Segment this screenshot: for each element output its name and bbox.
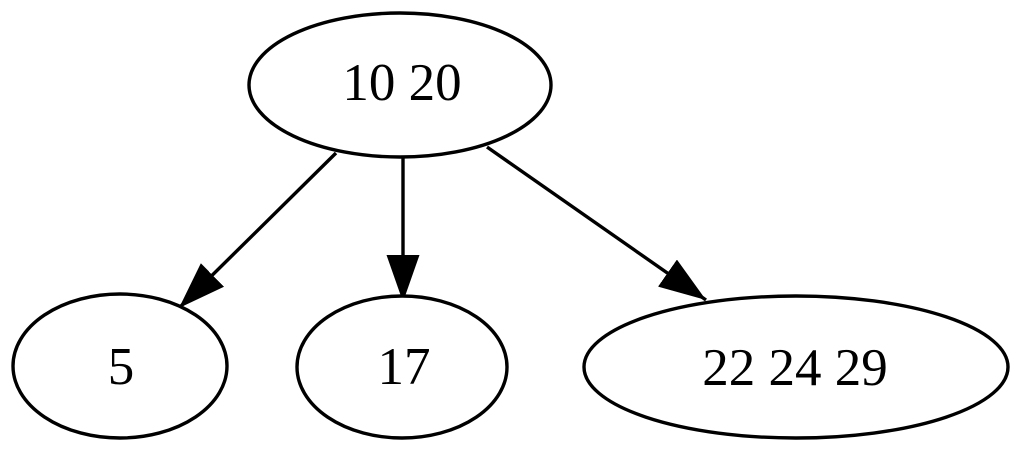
node-17-ellipse <box>295 294 509 440</box>
node-22-24-29: 22 24 29 <box>582 294 1010 440</box>
node-22-24-29-ellipse <box>582 294 1010 440</box>
node-22-24-29-label: 22 24 29 <box>702 339 888 397</box>
node-17: 17 <box>295 294 509 440</box>
node-10-20-label: 10 20 <box>342 54 461 112</box>
node-5-label: 5 <box>108 338 135 396</box>
edge-10-20-to-5 <box>177 151 338 310</box>
edge-group <box>177 145 707 310</box>
node-10-20: 10 20 <box>247 11 553 159</box>
node-10-20-ellipse <box>247 11 553 159</box>
node-5-ellipse <box>11 292 229 440</box>
node-5: 5 <box>11 292 229 440</box>
node-17-label: 17 <box>378 338 431 396</box>
edge-10-20-to-22-24-29 <box>486 145 707 302</box>
